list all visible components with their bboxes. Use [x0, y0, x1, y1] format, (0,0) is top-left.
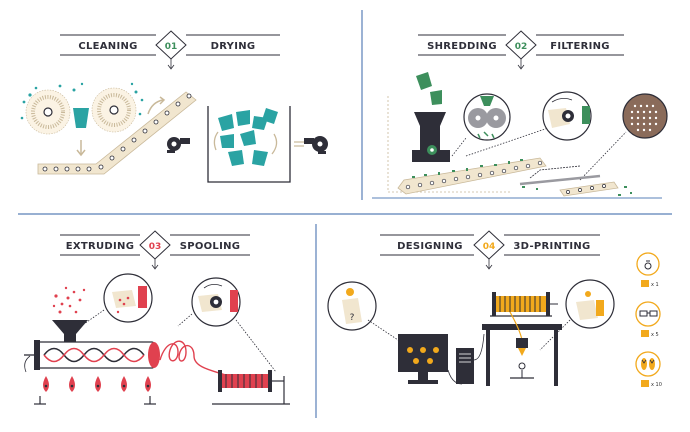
panel-shredding-filtering	[372, 72, 668, 199]
step-04-number: 04	[483, 242, 496, 252]
plastic-cup-icon	[73, 108, 89, 128]
hand-pellets-detail-icon	[103, 273, 153, 323]
3d-printer-icon	[482, 292, 562, 386]
shredder-machine-icon	[412, 112, 450, 162]
step-03-left-label: EXTRUDING	[66, 241, 134, 252]
hand-knob-detail-icon	[542, 91, 592, 141]
filament-spooler-icon	[212, 370, 290, 405]
cups-in-dryer-icon	[218, 108, 278, 166]
filter-sieve-icon	[519, 165, 632, 197]
step-01-right-label: DRYING	[211, 41, 256, 52]
step-04-left-label: DESIGNING	[397, 241, 463, 252]
step-03-number: 03	[149, 242, 162, 252]
drying-container	[207, 106, 291, 183]
extruder-barrel-icon	[24, 340, 160, 373]
falling-cup-icon	[416, 72, 432, 90]
cleaning-brush-left-icon	[25, 89, 71, 135]
hand-print-detail-icon	[565, 279, 615, 329]
panel-designing-printing: ?	[327, 252, 662, 388]
conveyor-belt-shredded-icon	[397, 157, 547, 195]
step-header-01: CLEANING 01 DRYING	[60, 30, 280, 70]
step-02-number: 02	[515, 42, 528, 52]
hand-spool-detail-icon	[191, 277, 241, 327]
product-glasses-qty: x 5	[651, 332, 659, 338]
product-flipflops-qty: x 10	[651, 382, 662, 388]
shredder-gears-detail-icon	[463, 93, 511, 141]
products-column: x 1 x 5 x 10	[635, 252, 662, 388]
cleaning-brush-right-icon	[91, 87, 137, 133]
blower-fan-right-icon	[294, 136, 328, 154]
panel-cleaning-drying	[20, 82, 328, 183]
step-04-right-label: 3D-PRINTING	[513, 241, 590, 252]
step-header-04: DESIGNING 04 3D-PRINTING	[380, 230, 600, 270]
panel-extruding-spooling	[24, 273, 290, 405]
blower-fan-left-icon	[167, 137, 190, 153]
step-header-02: SHREDDING 02 FILTERING	[418, 30, 624, 70]
filament-strand-icon	[159, 340, 235, 381]
heater-flames-icon	[43, 376, 151, 392]
plastic-pellets-icon	[52, 286, 86, 314]
water-droplets-icon	[20, 82, 144, 120]
step-02-right-label: FILTERING	[550, 41, 610, 52]
ring-icon	[644, 262, 652, 270]
svg-text:?: ?	[350, 313, 355, 323]
glasses-icon	[639, 310, 658, 317]
extruder-hopper-icon	[52, 320, 88, 334]
step-02-left-label: SHREDDING	[427, 41, 497, 52]
step-03-right-label: SPOOLING	[180, 241, 241, 252]
product-ring-qty: x 1	[651, 282, 659, 288]
step-01-left-label: CLEANING	[78, 41, 137, 52]
computer-monitor-icon	[398, 334, 448, 384]
filter-mesh-detail-icon	[622, 93, 668, 139]
hand-idea-detail-icon: ?	[327, 281, 377, 331]
step-header-03: EXTRUDING 03 SPOOLING	[60, 230, 250, 270]
step-01-number: 01	[165, 42, 178, 52]
conveyor-belt-icon	[37, 91, 197, 175]
computer-tower-icon	[456, 348, 474, 384]
flip-flops-icon	[641, 358, 655, 370]
